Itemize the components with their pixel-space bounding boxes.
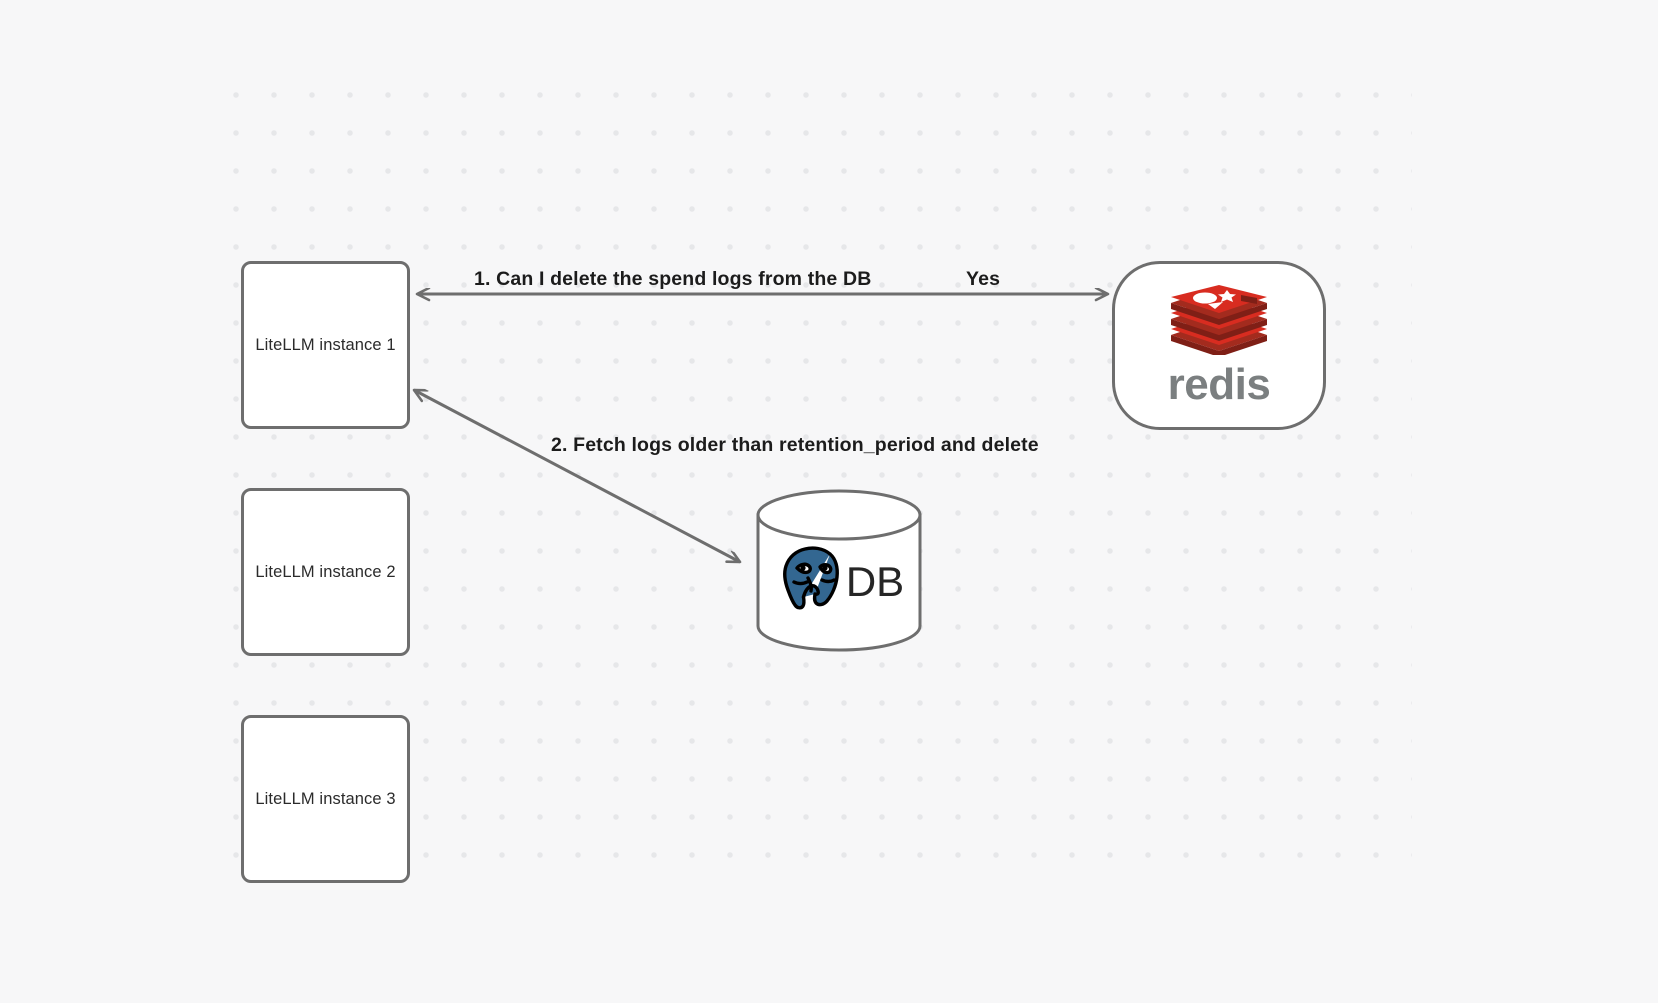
node-label: LiteLLM instance 2	[255, 562, 396, 581]
node-litellm-instance-2[interactable]: LiteLLM instance 2	[241, 488, 410, 656]
node-db[interactable]: DB	[754, 489, 924, 652]
edge-label-step-1: 1. Can I delete the spend logs from the …	[474, 268, 872, 290]
edge-label-yes: Yes	[966, 268, 1001, 290]
redis-logo-icon	[1167, 284, 1271, 360]
cylinder-shape	[756, 489, 922, 652]
node-label: LiteLLM instance 1	[255, 335, 396, 354]
db-label: DB	[845, 557, 905, 605]
postgresql-elephant-icon	[774, 542, 848, 621]
redis-wordmark: redis	[1167, 359, 1271, 409]
node-redis[interactable]: redis	[1112, 261, 1326, 430]
node-litellm-instance-3[interactable]: LiteLLM instance 3	[241, 715, 410, 883]
edge-label-step-2: 2. Fetch logs older than retention_perio…	[551, 434, 1039, 456]
node-litellm-instance-1[interactable]: LiteLLM instance 1	[241, 261, 410, 429]
edge-litellm1-db	[414, 388, 740, 564]
node-label: LiteLLM instance 3	[255, 789, 396, 808]
